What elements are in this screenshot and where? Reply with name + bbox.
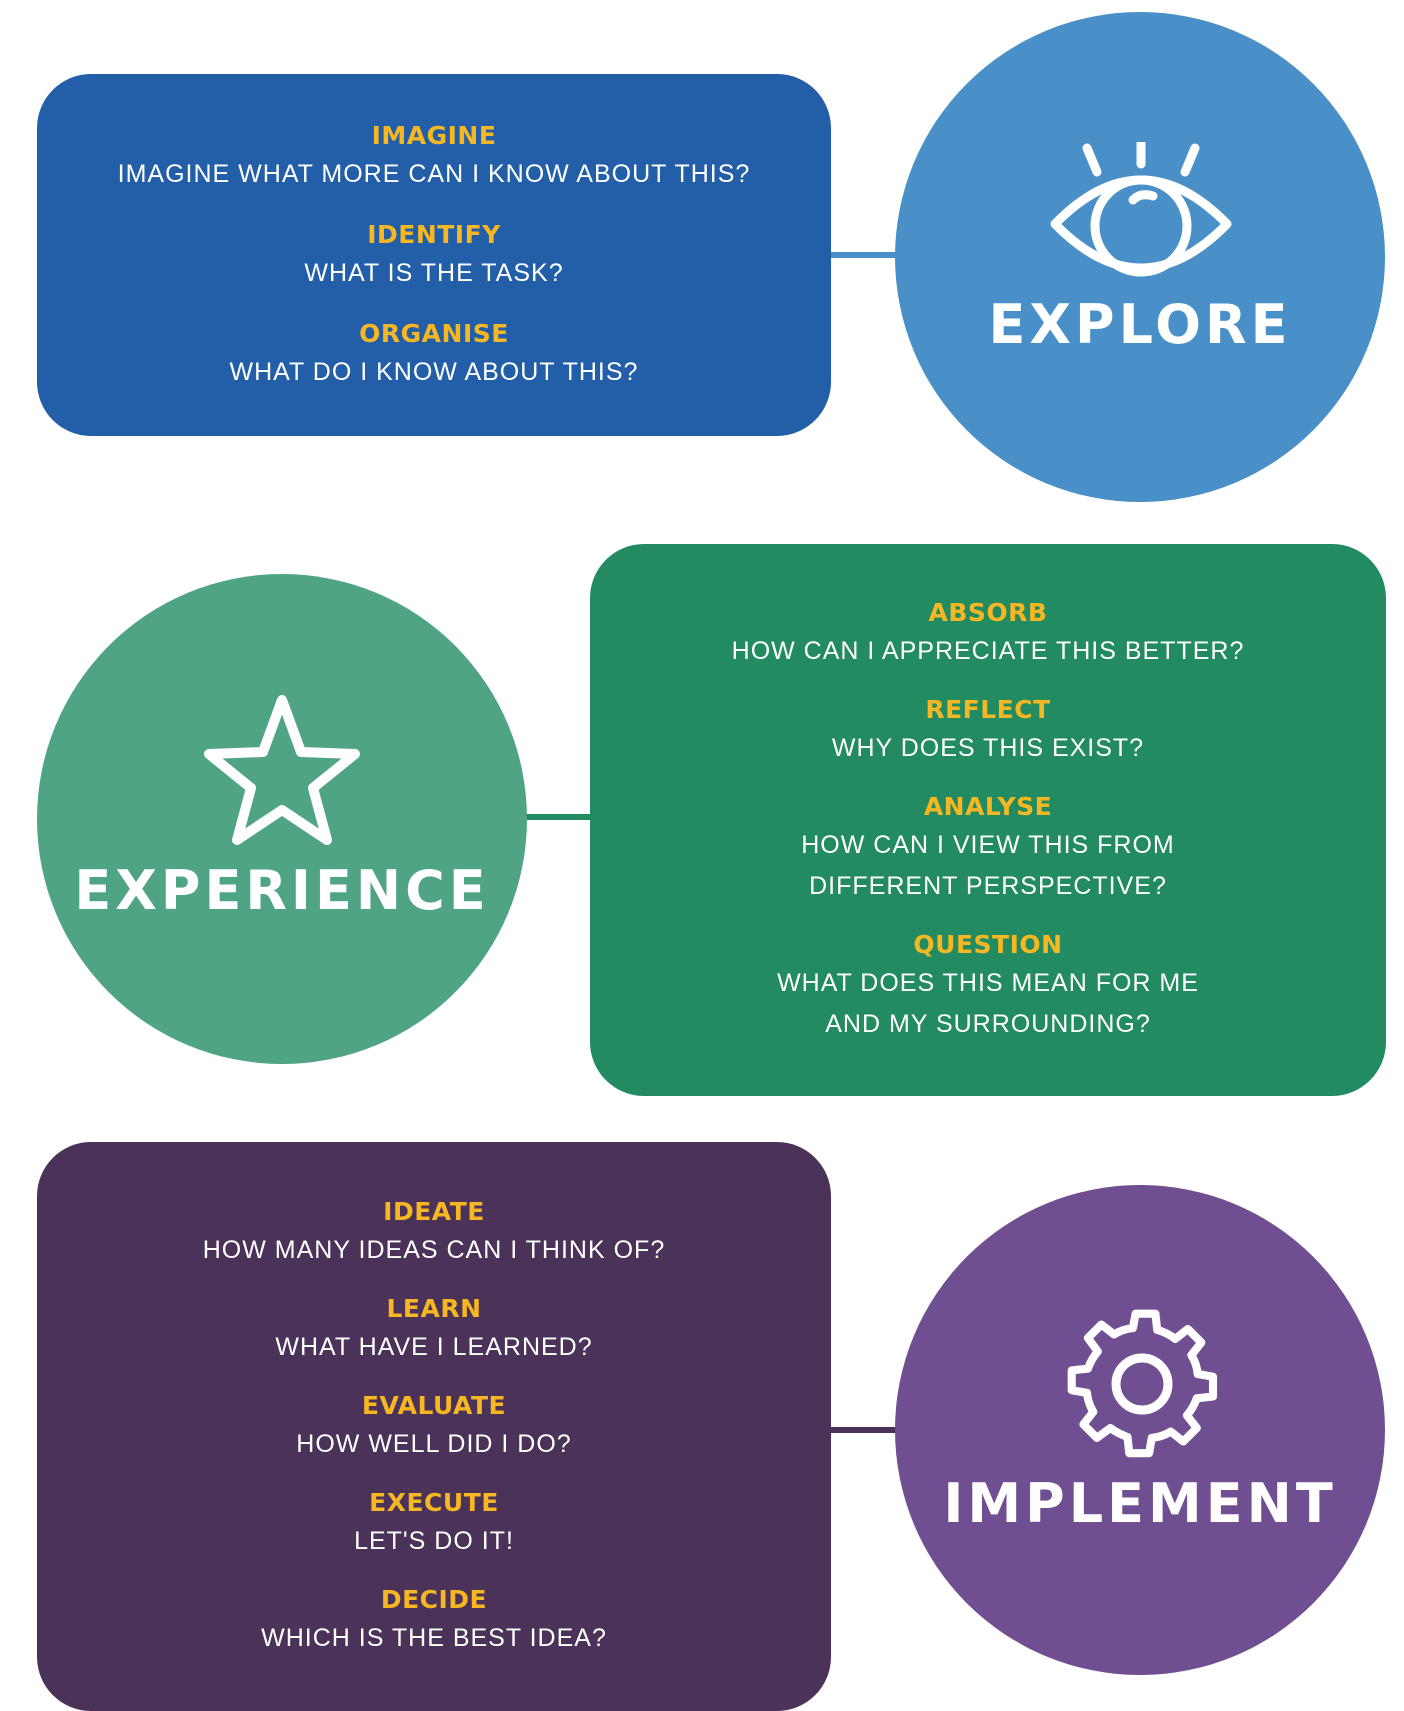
gear-icon	[1067, 1309, 1218, 1458]
experience-connector-line	[526, 814, 594, 820]
item-question: LET'S DO IT!	[354, 1527, 514, 1555]
item-question: IMAGINE WHAT MORE CAN I KNOW ABOUT THIS?	[117, 159, 751, 188]
item-title: LEARN	[386, 1294, 482, 1323]
experience-item-analyse: ANALYSE HOW CAN I VIEW THIS FROM DIFFERE…	[801, 789, 1175, 907]
explore-item-imagine: IMAGINE IMAGINE WHAT MORE CAN I KNOW ABO…	[118, 118, 751, 195]
star-icon	[204, 695, 360, 845]
implement-label: IMPLEMENT	[943, 1472, 1337, 1535]
item-title: IMAGINE	[371, 120, 497, 150]
item-question: HOW CAN I APPRECIATE THIS BETTER?	[731, 637, 1245, 665]
item-title: ANALYSE	[923, 792, 1053, 821]
implement-item-execute: EXECUTE LET'S DO IT!	[354, 1485, 514, 1562]
item-question: HOW CAN I VIEW THIS FROM DIFFERENT PERSP…	[801, 831, 1175, 900]
item-question: WHY DOES THIS EXIST?	[831, 734, 1145, 762]
implement-connector-line	[831, 1427, 899, 1433]
item-title: QUESTION	[913, 930, 1063, 959]
explore-item-identify: IDENTIFY WHAT IS THE TASK?	[304, 217, 563, 294]
eye-icon	[1050, 142, 1232, 277]
explore-box: IMAGINE IMAGINE WHAT MORE CAN I KNOW ABO…	[37, 74, 831, 436]
implement-item-ideate: IDEATE HOW MANY IDEAS CAN I THINK OF?	[203, 1194, 665, 1271]
item-question: WHAT HAVE I LEARNED?	[275, 1333, 593, 1361]
item-title: EVALUATE	[361, 1391, 507, 1420]
implement-item-learn: LEARN WHAT HAVE I LEARNED?	[275, 1291, 592, 1368]
explore-item-organise: ORGANISE WHAT DO I KNOW ABOUT THIS?	[230, 316, 639, 393]
item-question: WHAT DO I KNOW ABOUT THIS?	[229, 357, 639, 386]
implement-item-evaluate: EVALUATE HOW WELL DID I DO?	[296, 1388, 571, 1465]
implement-item-decide: DECIDE WHICH IS THE BEST IDEA?	[261, 1582, 607, 1659]
explore-label: EXPLORE	[988, 293, 1292, 356]
item-question: HOW MANY IDEAS CAN I THINK OF?	[202, 1236, 666, 1264]
item-title: EXECUTE	[369, 1488, 499, 1517]
experience-box: ABSORB HOW CAN I APPRECIATE THIS BETTER?…	[590, 544, 1386, 1096]
item-title: IDEATE	[383, 1197, 485, 1226]
experience-label: EXPERIENCE	[74, 859, 490, 922]
item-question: WHAT IS THE TASK?	[304, 258, 564, 287]
implement-box: IDEATE HOW MANY IDEAS CAN I THINK OF? LE…	[37, 1142, 831, 1711]
item-title: IDENTIFY	[367, 219, 501, 249]
implement-circle	[895, 1185, 1385, 1675]
item-question: WHAT DOES THIS MEAN FOR ME AND MY SURROU…	[777, 969, 1199, 1038]
experience-item-question: QUESTION WHAT DOES THIS MEAN FOR ME AND …	[777, 927, 1199, 1045]
item-title: REFLECT	[925, 695, 1051, 724]
experience-item-absorb: ABSORB HOW CAN I APPRECIATE THIS BETTER?	[732, 595, 1245, 672]
item-title: ORGANISE	[359, 318, 509, 348]
explore-circle	[895, 12, 1385, 502]
item-title: ABSORB	[928, 598, 1048, 627]
item-question: HOW WELL DID I DO?	[296, 1430, 572, 1458]
item-question: WHICH IS THE BEST IDEA?	[261, 1624, 607, 1652]
experience-item-reflect: REFLECT WHY DOES THIS EXIST?	[832, 692, 1144, 769]
experience-circle	[37, 574, 527, 1064]
explore-connector-line	[831, 252, 899, 258]
item-title: DECIDE	[380, 1585, 488, 1614]
